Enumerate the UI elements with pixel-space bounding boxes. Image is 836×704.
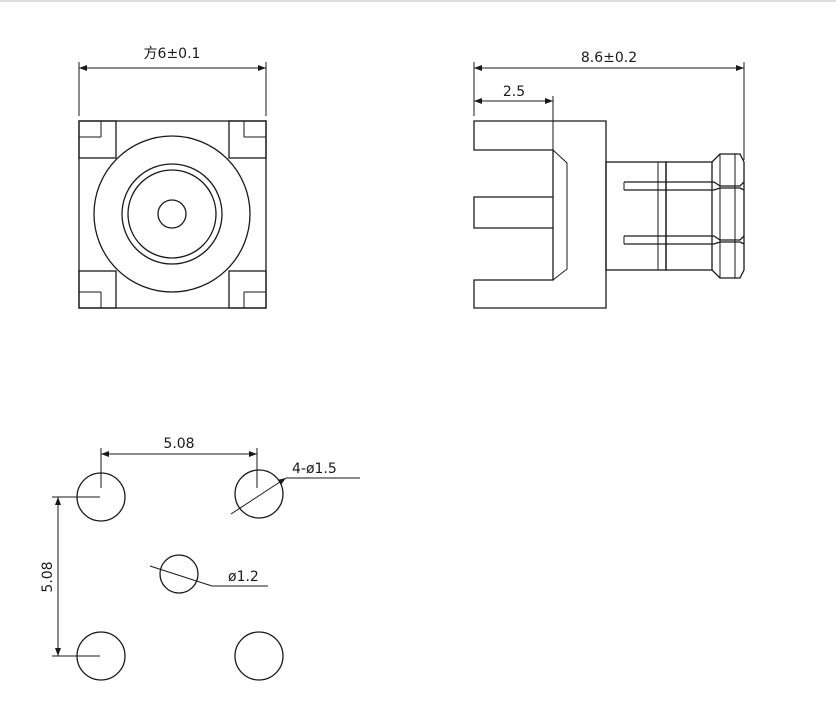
side-view-center-pin [473,196,553,229]
footprint-pitch-x-label: 5.08 [163,436,194,452]
footprint-pitch-x-dimension: 5.08 [100,436,258,488]
footprint-center-hole-callout: ø1.2 [149,565,268,587]
side-view-inner-step [552,149,568,281]
footprint-view: 5.08 5.08 4-ø1.5 ø1.2 [40,436,360,681]
side-view-offset-dimension: 2.5 [474,84,554,150]
side-view-body-outline [473,120,607,309]
footprint-outer-hole-callout: 4-ø1.5 [230,461,360,515]
footprint-hole-center [159,554,199,594]
footprint-pitch-y-label: 5.08 [40,561,56,592]
front-view-outer-ring [93,135,251,293]
side-view-connector-barrel [605,153,745,279]
front-view: 方6±0.1 [78,46,267,309]
side-view-offset-label: 2.5 [503,84,525,100]
footprint-hole-bottom-left [76,631,126,681]
front-view-width-label: 方6±0.1 [144,46,201,62]
footprint-pitch-y-dimension: 5.08 [40,496,100,657]
corner-pad-top-right [228,120,267,159]
side-view-length-dimension: 8.6±0.2 [473,50,745,160]
footprint-hole-bottom-right [234,631,284,681]
front-view-inner-ring [127,169,217,259]
footprint-hole-top-left [76,472,126,522]
footprint-hole-top-right [234,469,284,519]
front-view-mid-ring [121,163,223,265]
footprint-outer-hole-label: 4-ø1.5 [292,461,337,477]
side-view: 8.6±0.2 2.5 [473,50,745,309]
corner-pad-top-left [78,120,117,159]
corner-pad-bottom-right [228,270,267,309]
footprint-center-hole-label: ø1.2 [228,569,259,585]
side-view-length-label: 8.6±0.2 [581,50,637,66]
front-view-center-pin [157,199,187,229]
front-view-body [78,120,267,309]
corner-pad-bottom-left [78,270,117,309]
front-view-width-dimension: 方6±0.1 [78,46,267,116]
